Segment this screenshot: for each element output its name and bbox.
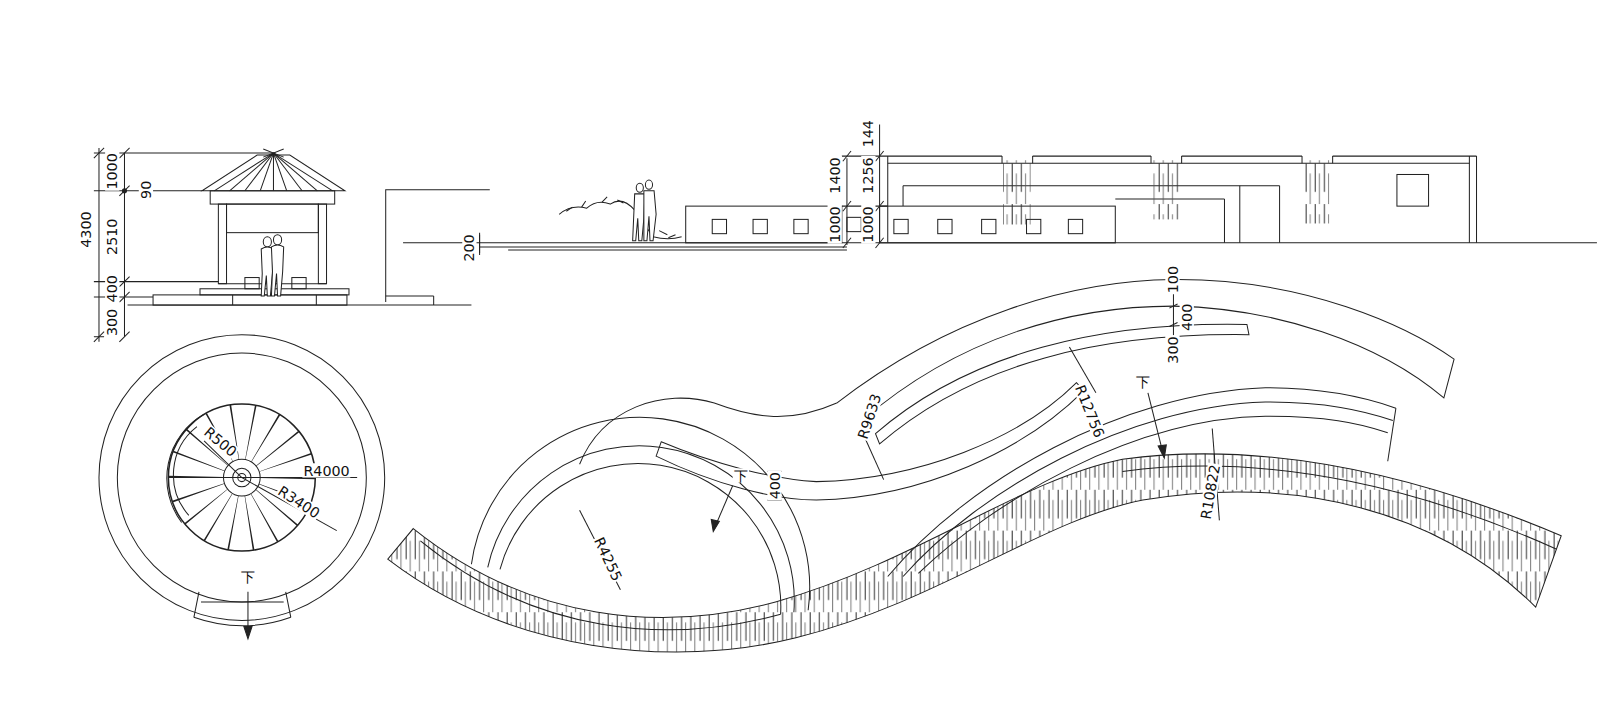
dimension-label: R9633: [855, 391, 884, 441]
dimension-label: 300: [105, 308, 119, 337]
dimension-label: 1000: [105, 152, 119, 190]
dimension-label: 400: [105, 274, 119, 303]
dimension-label: R3400: [275, 483, 323, 521]
dimension-label: 下: [1135, 374, 1151, 388]
wall-elevation: [403, 124, 1597, 255]
dimension-label: 144: [861, 119, 875, 148]
dimension-label: 400: [1180, 303, 1194, 332]
dimension-label: 下: [733, 468, 749, 482]
dimension-label: 1400: [828, 156, 842, 194]
dimension-label: 400: [767, 471, 781, 500]
dimension-label: 下: [240, 569, 256, 583]
plaza-plan: [388, 276, 1561, 653]
dimension-label: 300: [1165, 335, 1179, 364]
dimension-label: 1000: [828, 205, 842, 243]
dimension-label: 1000: [861, 205, 875, 243]
pavilion-elevation: [94, 148, 490, 342]
dimension-label: 100: [1165, 265, 1179, 294]
dimension-label: R4000: [302, 463, 350, 477]
dimension-label: 90: [139, 180, 153, 200]
dimension-label: R12756: [1072, 382, 1107, 441]
dimension-label: 4300: [79, 210, 93, 248]
dimension-label: R4255: [591, 534, 624, 584]
dimension-label: 1256: [861, 156, 875, 194]
dimension-label: 200: [462, 233, 476, 262]
dimension-label: 2510: [105, 218, 119, 256]
pavilion-plan: [99, 335, 385, 639]
